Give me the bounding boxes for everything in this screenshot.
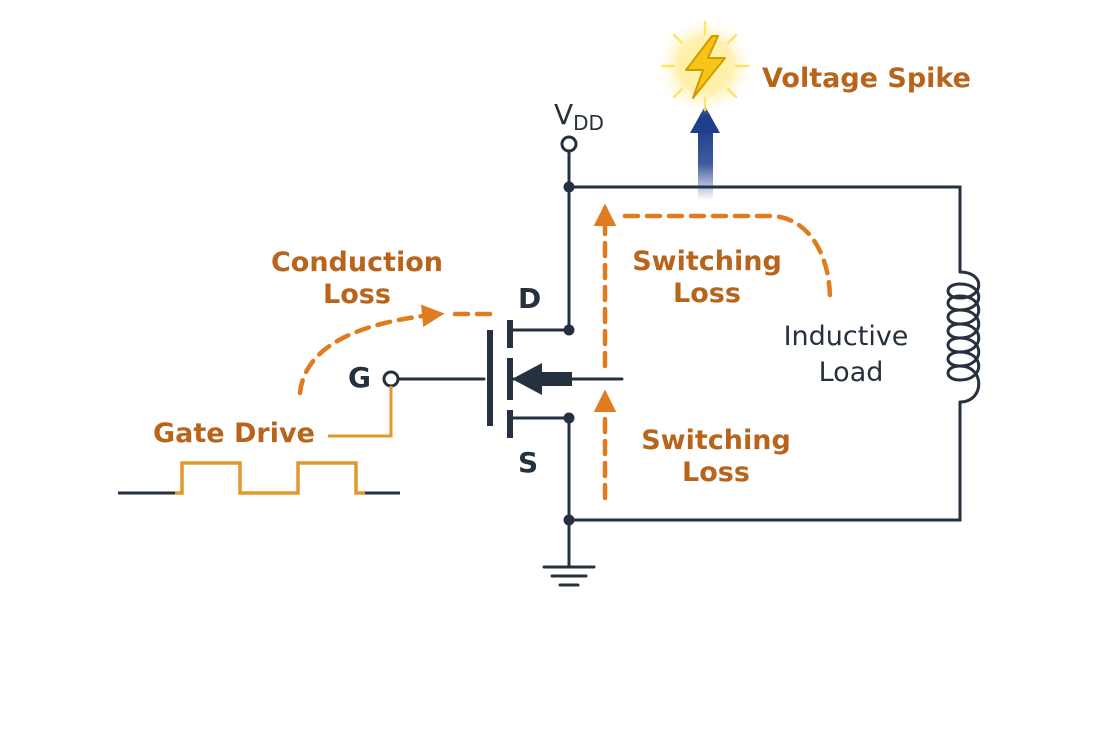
conduction-loss-arrow [297, 304, 445, 396]
inductive-load-line1: Inductive [784, 321, 909, 352]
vdd-terminal [560, 135, 578, 153]
mosfet-symbol [487, 320, 572, 438]
source-label: S [518, 446, 538, 479]
voltage-spike-arrow [690, 106, 720, 200]
conduction-loss-label-line1: Conduction [271, 247, 443, 278]
inductive-load-line2: Load [819, 357, 884, 388]
drain-label: D [518, 282, 541, 315]
junction-top [563, 181, 575, 193]
gate-drive-waveform [175, 461, 365, 495]
switching-loss-top-line1: Switching [632, 246, 782, 277]
switching-loss-bottom-line1: Switching [641, 425, 791, 456]
gate-drive-label: Gate Drive [153, 418, 315, 449]
body-arrow-head [512, 363, 542, 395]
switching-loss-top-line2: Loss [673, 278, 741, 309]
lightning-icon [655, 16, 755, 116]
conduction-loss-label-line2: Loss [323, 279, 391, 310]
voltage-spike-label: Voltage Spike [762, 63, 971, 94]
bottom-rail-wire [567, 400, 962, 522]
inductor-coil [946, 270, 981, 404]
gate-label: G [348, 361, 371, 394]
gate-terminal [382, 370, 400, 388]
switching-loss-bottom-line2: Loss [682, 457, 750, 488]
vdd-label-main: V [554, 98, 573, 131]
gate-drive-wire [328, 386, 393, 438]
junction-dots [563, 181, 575, 526]
loss-arrows [297, 203, 833, 501]
vdd-label: VDD [554, 98, 604, 135]
vdd-label-sub: DD [573, 111, 604, 135]
junction-source [563, 412, 575, 424]
switching-loss-path-top [622, 213, 833, 303]
junction-drain [563, 324, 575, 336]
ground-icon [542, 565, 596, 587]
body-arrow-shaft [540, 372, 572, 386]
junction-bottom [563, 514, 575, 526]
